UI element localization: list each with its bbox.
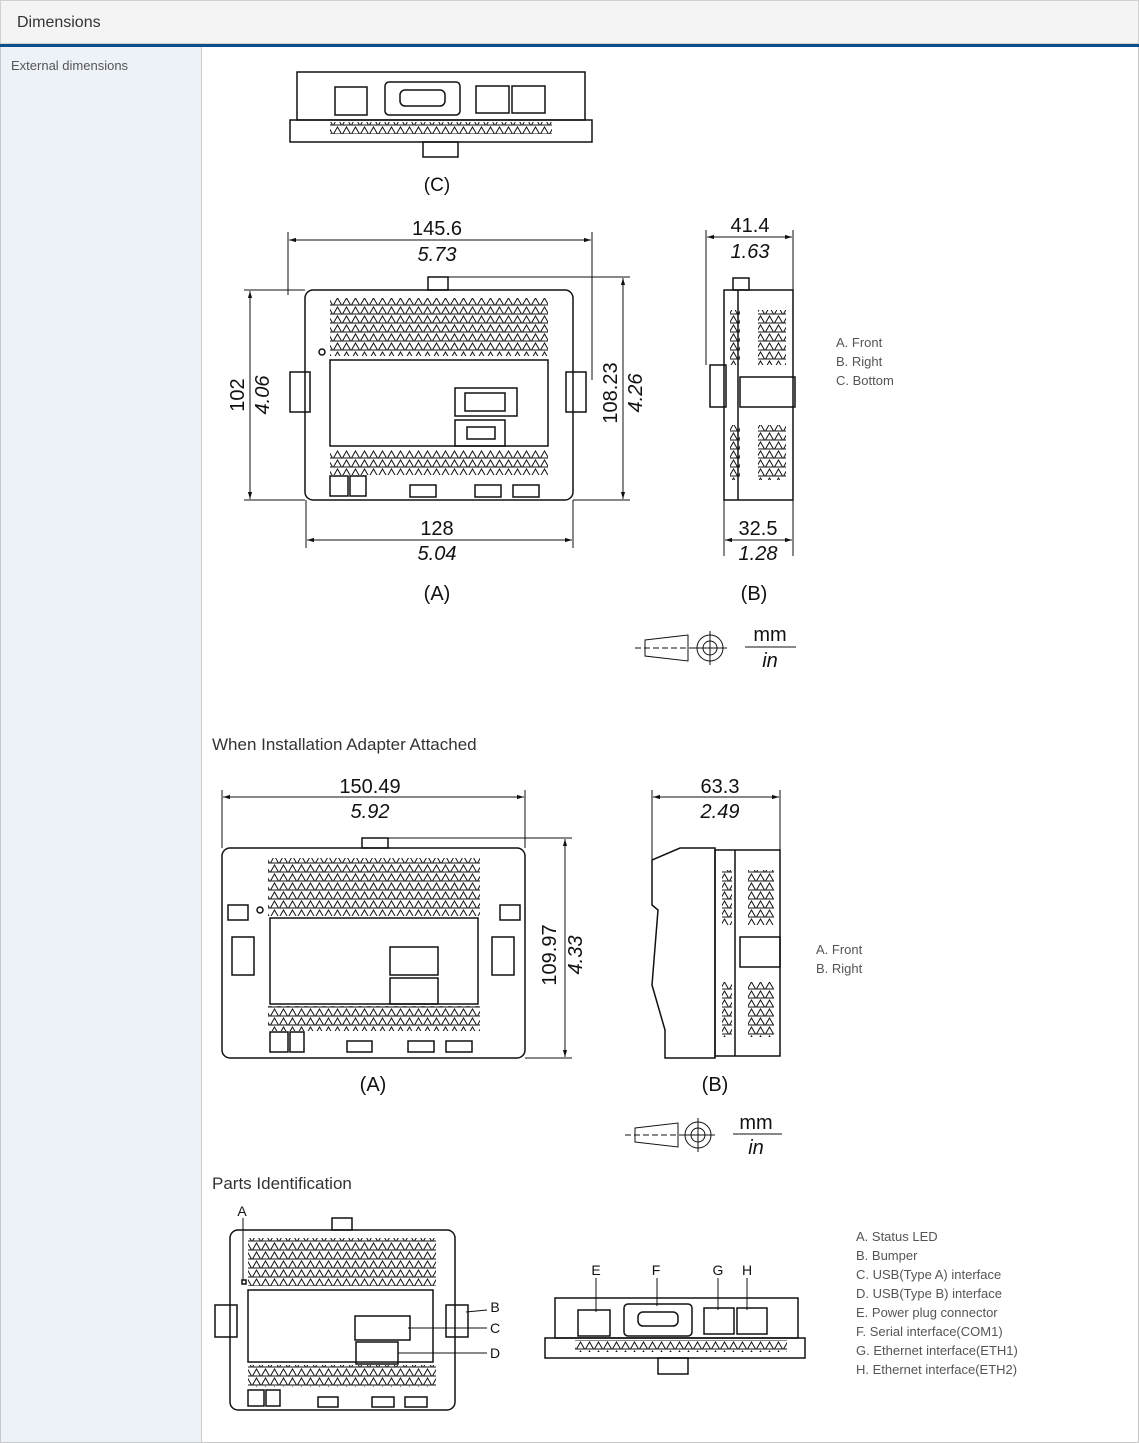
dim-b2-width-mm: 63.3 [701,776,740,798]
parts-legend: A. Status LED B. Bumper C. USB(Type A) i… [856,1227,1018,1379]
callout-g: G [713,1262,724,1278]
view-b2-label: (B) [702,1074,729,1096]
view-b-label: (B) [741,583,768,605]
dim-a-bottom-mm: 128 [420,518,453,540]
dim-b-bottom-in: 1.28 [739,543,778,565]
header-divider [0,44,1139,47]
legend-item: B. Right [836,354,883,369]
legend-item: C. USB(Type A) interface [856,1267,1002,1282]
callout-f: F [652,1262,661,1278]
view-b2-drawing [651,790,781,1059]
dim-a-height-in: 4.06 [252,375,274,415]
projection-symbol [635,631,796,665]
dim-a-width-in: 5.73 [418,244,457,266]
dim-b-bottom-mm: 32.5 [739,518,778,540]
dim-a-height-mm: 102 [227,378,249,411]
part-callouts: A B C D E F G H [237,1203,752,1361]
legend-item: C. Bottom [836,373,894,388]
projection-symbol-2 [625,1118,782,1152]
legend-item: B. Bumper [856,1248,918,1263]
dim-a-height2-in: 4.26 [625,373,647,413]
adapter-section-title: When Installation Adapter Attached [212,735,477,754]
legend-item: A. Front [816,942,863,957]
section-header[interactable]: Dimensions [0,0,1139,44]
dim-a2-width-in: 5.92 [351,801,390,823]
view-a2-drawing [221,790,572,1059]
view-c-drawing [289,71,593,158]
view-a-label: (A) [424,583,451,605]
callout-a: A [237,1203,247,1219]
dim-a-height2-mm: 108.23 [600,362,622,423]
view-a2-label: (A) [360,1074,387,1096]
dim-a2-height-in: 4.33 [565,936,587,975]
view-c-label: (C) [424,175,450,196]
callout-b: B [490,1299,499,1315]
callout-h: H [742,1262,752,1278]
sidebar: External dimensions [1,47,202,1442]
view-b-drawing [705,230,796,556]
parts-bottom-drawing [544,1278,806,1375]
legend-item: A. Status LED [856,1229,938,1244]
callout-d: D [490,1345,500,1361]
dim-a-width-mm: 145.6 [412,218,462,240]
callout-e: E [591,1262,600,1278]
legend-item: G. Ethernet interface(ETH1) [856,1343,1018,1358]
dim-b-width-in: 1.63 [731,241,770,263]
callout-c: C [490,1320,500,1336]
parts-front-drawing [214,1217,488,1411]
view-a-drawing [244,232,630,548]
dim-a2-width-mm: 150.49 [339,776,400,798]
view-legend-1: A. Front B. Right C. Bottom [836,333,894,390]
legend-item: A. Front [836,335,883,350]
unit2-mm: mm [739,1112,772,1134]
dim-a-bottom-in: 5.04 [418,543,457,565]
legend-item: B. Right [816,961,863,976]
legend-item: D. USB(Type B) interface [856,1286,1002,1301]
legend-item: H. Ethernet interface(ETH2) [856,1362,1018,1377]
view-legend-2: A. Front B. Right [816,940,862,978]
legend-item: F. Serial interface(COM1) [856,1324,1003,1339]
dim-b-width-mm: 41.4 [731,215,770,237]
unit-mm: mm [753,624,786,646]
unit2-in: in [748,1137,764,1159]
dim-b2-width-in: 2.49 [700,801,740,823]
section-title: Dimensions [17,14,101,31]
unit-in: in [762,650,778,672]
sidebar-item-external-dimensions[interactable]: External dimensions [11,58,129,73]
parts-section-title: Parts Identification [212,1174,352,1193]
legend-item: E. Power plug connector [856,1305,998,1320]
dim-a2-height-mm: 109.97 [539,924,561,985]
